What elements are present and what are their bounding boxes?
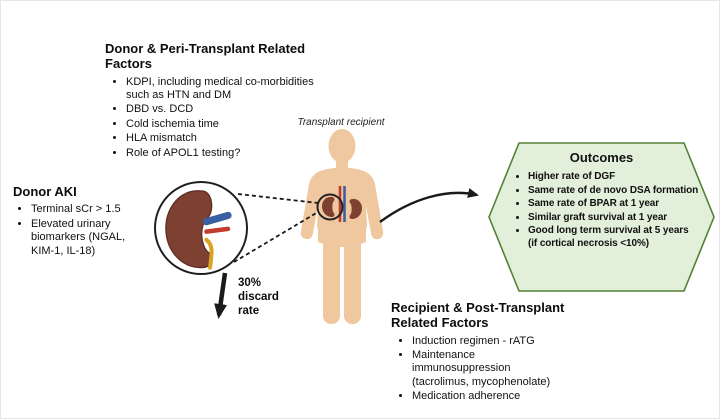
- ureter-icon: [204, 237, 214, 270]
- list-item: Medication adherence: [412, 390, 559, 403]
- kidney-shape: [165, 190, 213, 269]
- list-item: Maintenance immunosuppression (tacrolimu…: [412, 349, 559, 389]
- hexagon-shape: [488, 142, 715, 292]
- recipient-post-section: Recipient & Post-Transplant Related Fact…: [391, 300, 597, 405]
- list-item: Cold ischemia time: [126, 118, 327, 131]
- list-item: Role of APOL1 testing?: [126, 147, 327, 160]
- donor-peri-section: Donor & Peri-Transplant Related Factors …: [105, 41, 340, 161]
- donor-peri-title: Donor & Peri-Transplant Related Factors: [105, 41, 306, 72]
- donor-kidney-inset: [154, 181, 248, 275]
- outcomes-panel: Outcomes Higher rate of DGFSame rate of …: [488, 141, 715, 293]
- list-item: Similar graft survival at 1 year: [528, 212, 700, 225]
- list-item: Higher rate of DGF: [528, 171, 700, 184]
- renal-artery-icon: [204, 226, 231, 234]
- recipient-post-title: Recipient & Post-Transplant Related Fact…: [391, 300, 565, 331]
- person-icon: [300, 129, 384, 324]
- list-item: DBD vs. DCD: [126, 103, 327, 116]
- donor-aki-list: Terminal sCr > 1.5Elevated urinary bioma…: [13, 203, 139, 258]
- list-item: Same rate of de novo DSA formation: [528, 185, 700, 198]
- donor-aki-title: Donor AKI: [13, 184, 77, 199]
- donor-peri-list: KDPI, including medical co-morbidities s…: [105, 76, 327, 160]
- donor-aki-section: Donor AKI Terminal sCr > 1.5Elevated uri…: [13, 184, 145, 259]
- outcomes-title: Outcomes: [569, 150, 634, 165]
- list-item: Induction regimen - rATG: [412, 335, 559, 348]
- native-kidney-right-icon: [349, 198, 362, 219]
- outcomes-list: Higher rate of DGFSame rate of de novo D…: [488, 171, 700, 251]
- kidney-icon: [165, 190, 232, 270]
- recipient-figure-label: Transplant recipient: [297, 117, 385, 128]
- list-item: Elevated urinary biomarkers (NGAL, KIM-1…: [31, 218, 139, 258]
- discard-arrow-icon: [214, 272, 228, 319]
- recipient-post-list: Induction regimen - rATGMaintenance immu…: [391, 335, 559, 404]
- list-item: Good long term survival at 5 years (if c…: [528, 225, 700, 250]
- hexagon-icon: [488, 142, 715, 292]
- recipient-figure: [288, 126, 394, 326]
- list-item: Terminal sCr > 1.5: [31, 203, 139, 216]
- list-item: KDPI, including medical co-morbidities s…: [126, 76, 327, 103]
- list-item: Same rate of BPAR at 1 year: [528, 198, 700, 211]
- discard-rate-label: 30% discard rate: [238, 277, 279, 317]
- native-kidney-left-icon: [322, 196, 335, 217]
- outcomes-arrow-icon: [379, 188, 479, 223]
- person-body: [300, 129, 384, 324]
- transplant-kidney-circle: [316, 193, 344, 221]
- renal-vein-icon: [202, 211, 232, 226]
- list-item: HLA mismatch: [126, 132, 327, 145]
